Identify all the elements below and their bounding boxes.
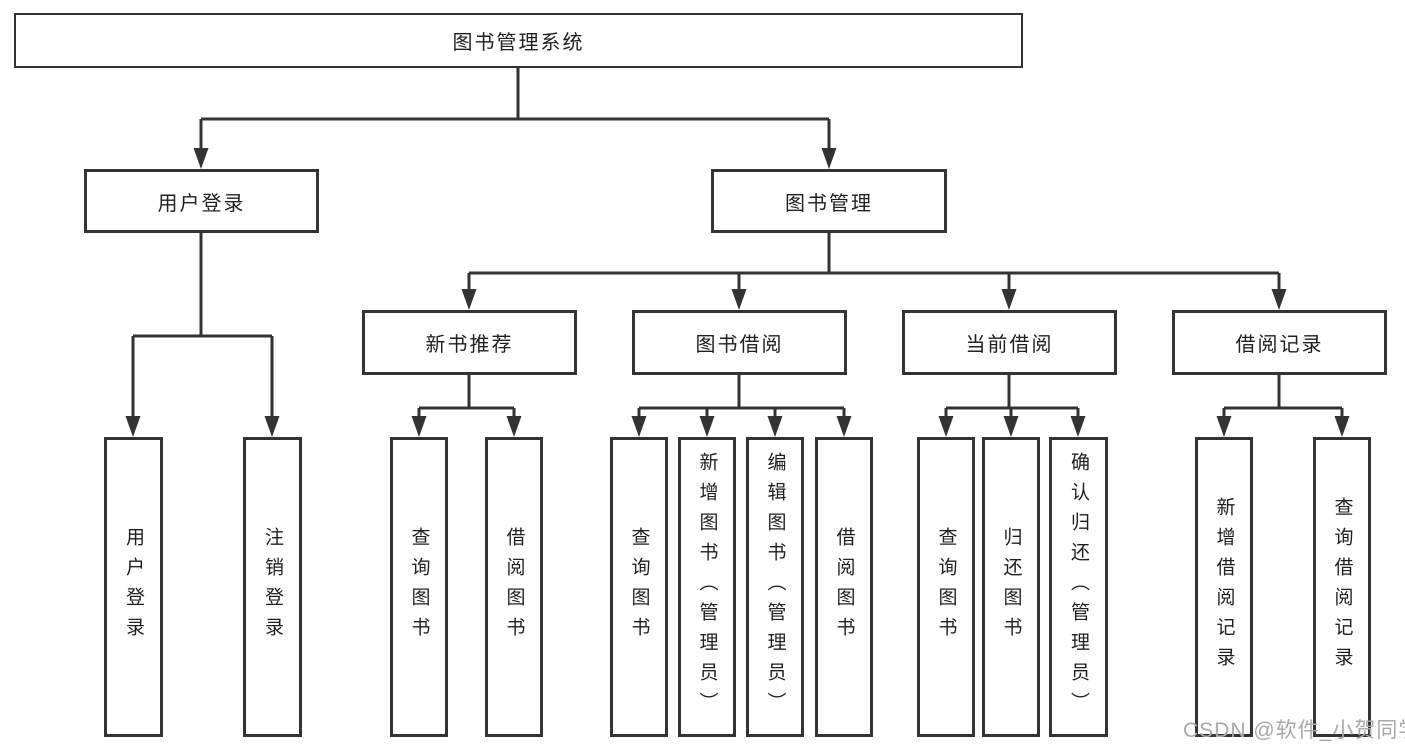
leaf-bb-edit-books-admin: 编辑图书（管理员） [746, 437, 804, 737]
arrow-down-icon [767, 416, 783, 437]
arrow-down-icon [125, 416, 141, 437]
leaf-bb-borrow-books: 借阅图书 [815, 437, 873, 737]
leaf-label: 查询借阅记录 [1331, 497, 1353, 677]
leaf-label: 注销登录 [262, 527, 283, 647]
csdn-watermark: CSDN @软件_小贺同学 [1183, 719, 1405, 742]
arrow-down-icon [1216, 416, 1232, 437]
leaf-br-add-record: 新增借阅记录 [1195, 437, 1253, 737]
arrow-down-icon [1003, 416, 1019, 437]
leaf-label: 归还图书 [1000, 527, 1022, 647]
arrow-down-icon [193, 148, 209, 169]
node-borrowing-records: 借阅记录 [1172, 310, 1387, 375]
leaf-label: 查询图书 [935, 527, 957, 647]
leaf-bb-query-books: 查询图书 [610, 437, 668, 737]
leaf-label: 查询图书 [408, 527, 430, 647]
arrow-down-icon [1334, 416, 1350, 437]
arrow-down-icon [264, 416, 280, 437]
node-new-book-recommend: 新书推荐 [362, 310, 577, 375]
leaf-label: 确认归还（管理员） [1068, 452, 1089, 722]
arrow-down-icon [506, 416, 522, 437]
arrow-down-icon [1070, 416, 1086, 437]
leaf-label: 用户登录 [123, 527, 144, 647]
node-current-borrowing: 当前借阅 [902, 310, 1117, 375]
node-book-management: 图书管理 [711, 169, 947, 233]
arrow-down-icon [1271, 289, 1287, 310]
leaf-rec-query-books: 查询图书 [390, 437, 448, 737]
arrow-down-icon [411, 416, 427, 437]
leaf-br-query-record: 查询借阅记录 [1313, 437, 1371, 737]
arrow-down-icon [821, 148, 837, 169]
arrow-down-icon [938, 416, 954, 437]
node-library-system: 图书管理系统 [14, 13, 1023, 68]
arrow-down-icon [631, 416, 647, 437]
node-user-login: 用户登录 [84, 169, 319, 233]
leaf-label: 新增借阅记录 [1213, 497, 1235, 677]
leaf-label: 借阅图书 [503, 527, 525, 647]
leaf-logout: 注销登录 [243, 437, 302, 737]
leaf-label: 借阅图书 [833, 527, 855, 647]
arrow-down-icon [836, 416, 852, 437]
arrow-down-icon [731, 289, 747, 310]
leaf-cb-confirm-return-admin: 确认归还（管理员） [1049, 437, 1108, 737]
arrow-down-icon [1001, 289, 1017, 310]
arrow-down-icon [699, 416, 715, 437]
arrow-down-icon [461, 289, 477, 310]
leaf-bb-add-books-admin: 新增图书（管理员） [678, 437, 736, 737]
leaf-rec-borrow-books: 借阅图书 [485, 437, 543, 737]
node-book-borrowing: 图书借阅 [632, 310, 847, 375]
leaf-cb-return-books: 归还图书 [982, 437, 1040, 737]
leaf-label: 查询图书 [628, 527, 650, 647]
leaf-label: 新增图书（管理员） [696, 452, 718, 722]
leaf-user-login: 用户登录 [104, 437, 163, 737]
leaf-label: 编辑图书（管理员） [764, 452, 786, 722]
leaf-cb-query-books: 查询图书 [917, 437, 975, 737]
